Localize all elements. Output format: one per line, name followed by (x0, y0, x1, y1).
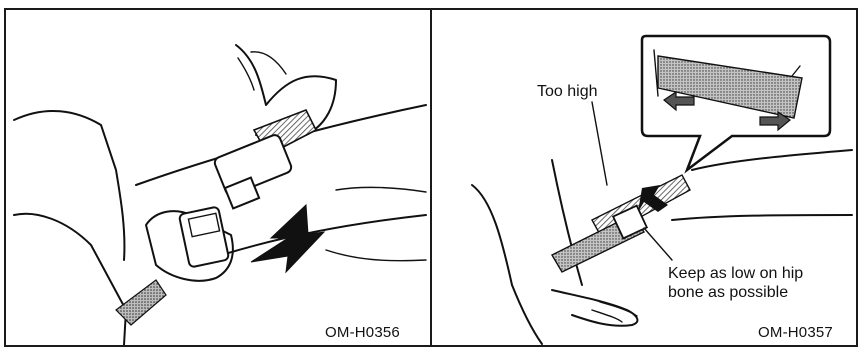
lap-belt-position-illustration (432, 10, 858, 347)
thigh-outline-lower (672, 215, 852, 220)
arm-outline (14, 214, 126, 345)
jacket-outline (14, 111, 124, 260)
arrow-down-left-icon (251, 205, 324, 272)
torso-outline (472, 185, 512, 285)
label-too-high: Too high (537, 82, 598, 101)
figure-code: OM-H0356 (325, 324, 400, 341)
belt-strap-lower (116, 280, 166, 325)
label-keep-low-line1: Keep as low on hip (668, 264, 803, 283)
hand-outline (552, 290, 637, 326)
keep-low-leader-line (644, 228, 672, 260)
illustration-panel-lap-position: Too high Keep as low on hip bone as poss… (430, 8, 858, 347)
too-high-leader-line (592, 102, 607, 185)
figure-code: OM-H0357 (758, 324, 833, 341)
buckle-fastening-illustration (6, 10, 432, 347)
thigh-outline (692, 150, 852, 170)
illustration-panel-buckle: OM-H0356 (4, 8, 432, 347)
label-keep-low-line2: bone as possible (668, 283, 788, 302)
